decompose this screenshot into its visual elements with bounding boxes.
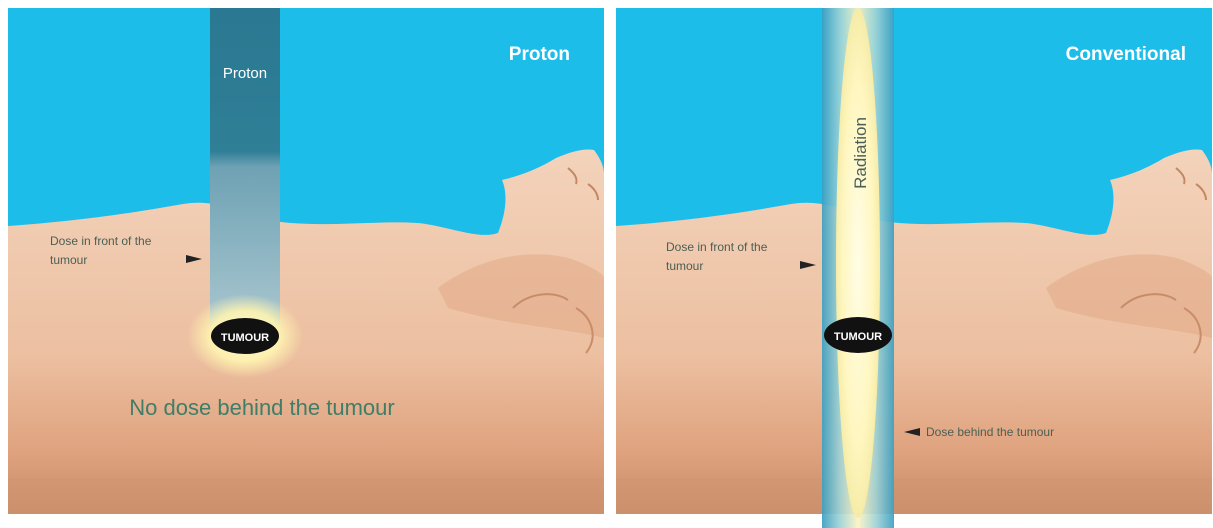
dose-front-label-line1: Dose in front of the — [666, 240, 768, 254]
proton-illustration: TUMOUR Proton Proton Dose in front of th… — [8, 8, 604, 528]
table-edge — [616, 514, 1212, 528]
tumour-label: TUMOUR — [834, 331, 882, 343]
beam-label: Radiation — [851, 117, 870, 189]
radiation-core — [836, 8, 880, 518]
proton-beam — [210, 8, 280, 326]
dose-front-label-line1: Dose in front of the — [50, 234, 152, 248]
conventional-panel: TUMOUR Radiation Conventional Dose in fr… — [616, 8, 1212, 528]
table-edge — [8, 514, 604, 528]
proton-panel: TUMOUR Proton Proton Dose in front of th… — [8, 8, 604, 528]
dose-behind-label: Dose behind the tumour — [926, 425, 1054, 439]
panel-title: Proton — [509, 44, 570, 65]
beam-label: Proton — [223, 65, 267, 82]
dose-front-label-line2: tumour — [666, 259, 703, 273]
panel-title: Conventional — [1066, 44, 1186, 65]
conventional-illustration: TUMOUR Radiation Conventional Dose in fr… — [616, 8, 1212, 528]
caption: No dose behind the tumour — [129, 395, 394, 420]
tumour-label: TUMOUR — [221, 332, 269, 344]
dose-front-label-line2: tumour — [50, 253, 87, 267]
